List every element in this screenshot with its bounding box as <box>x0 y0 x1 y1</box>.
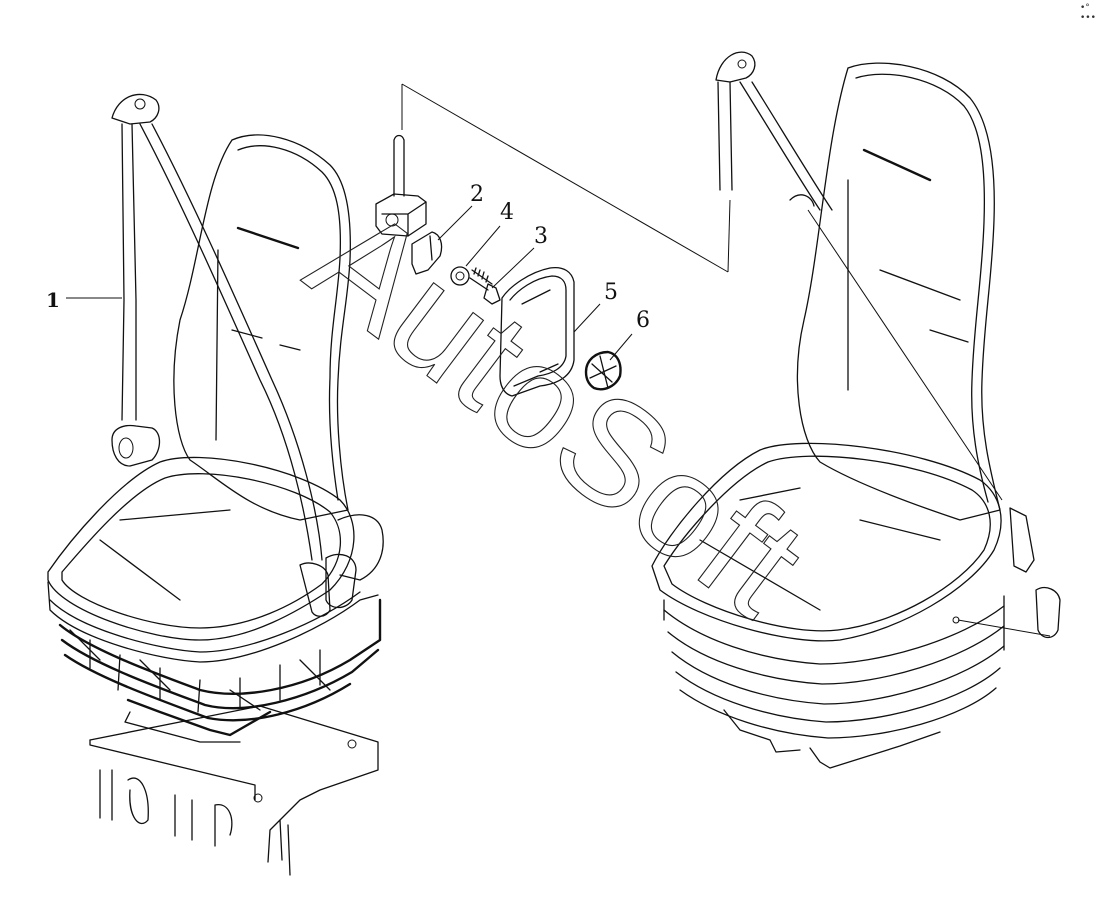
callout-4: 4 <box>500 200 514 225</box>
callout-5: 5 <box>604 280 618 305</box>
corner-mark: •° ••• <box>1080 3 1096 23</box>
right-seat-drawing <box>651 51 1061 769</box>
callout-2: 2 <box>470 182 484 207</box>
watermark-text: AutoSoft <box>281 174 834 647</box>
callout-6: 6 <box>636 308 650 333</box>
callout-1: 1 <box>46 288 60 312</box>
left-seat-drawing <box>47 93 384 876</box>
callout-3: 3 <box>534 224 548 249</box>
